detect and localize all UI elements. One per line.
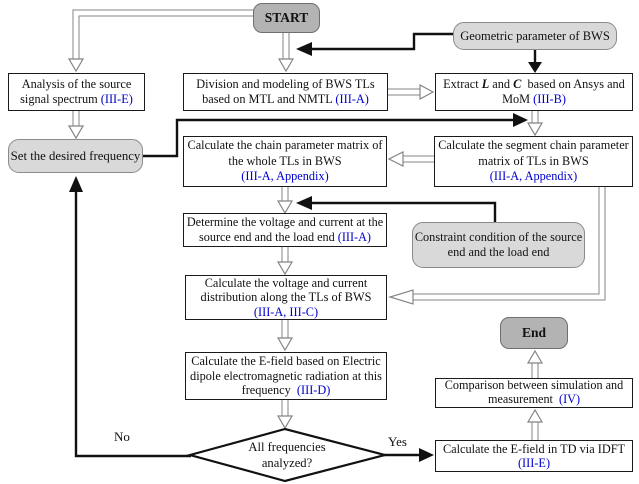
- extract-symbol-c: C: [513, 76, 522, 91]
- chain-line1: Calculate the chain parameter matrix of: [187, 138, 383, 153]
- distribution-line1: Calculate the voltage and current: [204, 275, 368, 290]
- efield-line2: dipole electromagnetic radiation at this: [190, 368, 382, 383]
- arrow-start-to-division: [277, 33, 295, 73]
- arrow-analysis-to-set: [67, 111, 85, 140]
- determine-line2: source end and the load end: [199, 230, 338, 244]
- arrow-set-to-segment-junction: [143, 113, 528, 158]
- division-line1: Division and modeling of BWS TLs: [196, 76, 375, 91]
- efield-citation: (III-D): [296, 383, 331, 398]
- arrow-comparison-to-end: [526, 349, 544, 378]
- constraint-condition-node: Constraint condition of the source end a…: [412, 222, 585, 268]
- segment-line1: Calculate the segment chain parameter: [438, 138, 629, 153]
- arrow-segment-to-chain: [387, 151, 434, 167]
- segment-line2: matrix of TLs in BWS: [478, 153, 589, 168]
- extract-line2: MoM: [502, 92, 534, 106]
- constraint-line2: end and the load end: [447, 245, 550, 259]
- set-frequency-node: Set the desired frequency: [8, 139, 143, 173]
- arrow-geometric-to-division-junction: [296, 32, 453, 56]
- extract-text2: and: [489, 76, 514, 91]
- arrow-determine-to-distribution: [276, 247, 294, 276]
- chain-parameter-matrix-box: Calculate the chain parameter matrix of …: [183, 136, 387, 187]
- determine-citation: (III-A): [337, 230, 371, 244]
- analysis-line1: Analysis of the source: [21, 76, 132, 91]
- arrow-idft-to-comparison: [526, 408, 544, 440]
- arrow-efield-to-decision: [276, 400, 294, 430]
- segment-chain-matrix-box: Calculate the segment chain parameter ma…: [434, 136, 633, 187]
- geometric-parameter-node: Geometric parameter of BWS: [453, 22, 617, 50]
- efield-line3: frequency: [241, 383, 297, 398]
- determine-line1: Determine the voltage and current at the: [186, 215, 384, 229]
- decision-line1: All frequencies: [248, 440, 326, 454]
- distribution-citation: (III-A, III-C): [253, 304, 319, 319]
- extract-citation: (III-B): [533, 92, 566, 106]
- comparison-citation: (IV): [559, 392, 581, 406]
- comparison-line1: Comparison between simulation and: [444, 378, 624, 393]
- chain-citation: (III-A, Appendix): [241, 169, 329, 184]
- determine-voltage-current-box: Determine the voltage and current at the…: [183, 213, 387, 247]
- extract-lc-box: Extract L and C based on Ansys and MoM (…: [435, 73, 633, 111]
- comparison-box: Comparison between simulation and measur…: [435, 378, 633, 408]
- decision-diamond-label: All frequencies analyzed?: [207, 437, 367, 473]
- segment-citation: (III-A, Appendix): [489, 169, 578, 184]
- idft-line1: Calculate the E-field in TD via IDFT: [442, 441, 626, 456]
- arrow-no-feedback-to-set: [69, 176, 191, 458]
- yes-branch-label: Yes: [388, 434, 407, 449]
- division-modeling-box: Division and modeling of BWS TLs based o…: [183, 73, 388, 111]
- analysis-line2: signal spectrum: [20, 92, 101, 106]
- division-citation: (III-A): [335, 92, 369, 106]
- end-terminator: End: [500, 317, 568, 349]
- extract-text1: Extract: [443, 76, 482, 91]
- idft-box: Calculate the E-field in TD via IDFT (II…: [435, 440, 633, 472]
- efield-line1: Calculate the E-field based on Electric: [191, 354, 381, 369]
- start-terminator: START: [253, 3, 320, 33]
- no-branch-label: No: [114, 429, 130, 444]
- geometric-label: Geometric parameter of BWS: [460, 28, 610, 43]
- distribution-line2: distribution along the TLs of BWS: [200, 290, 372, 305]
- arrow-chain-to-determine: [276, 187, 294, 215]
- extract-symbol-l: L: [481, 76, 490, 91]
- comparison-line2: measurement: [487, 392, 560, 406]
- constraint-line1: Constraint condition of the source: [414, 229, 583, 244]
- decision-line2: analyzed?: [261, 456, 313, 470]
- start-label: START: [264, 10, 309, 25]
- voltage-current-distribution-box: Calculate the voltage and current distri…: [185, 275, 387, 320]
- arrow-yes-to-idft: [384, 448, 434, 462]
- idft-citation: (III-E): [517, 456, 551, 470]
- chain-line2: the whole TLs in BWS: [228, 153, 342, 168]
- efield-dipole-radiation-box: Calculate the E-field based on Electric …: [185, 352, 387, 400]
- arrow-division-to-extract: [388, 83, 435, 101]
- decision-diamond-shape: [185, 427, 390, 483]
- arrow-distribution-to-efield: [276, 320, 294, 352]
- extract-text3: based on Ansys and: [521, 76, 625, 91]
- end-label: End: [521, 325, 547, 340]
- analysis-citation: (III-E): [100, 92, 133, 106]
- arrow-constraint-to-determine-junction: [296, 196, 497, 222]
- set-frequency-label: Set the desired frequency: [10, 148, 141, 163]
- arrow-geometric-to-extract: [528, 50, 542, 73]
- arrow-start-to-analysis: [67, 9, 254, 73]
- analysis-source-spectrum-box: Analysis of the source signal spectrum (…: [8, 73, 145, 111]
- division-line2: based on MTL and NMTL: [202, 92, 336, 106]
- arrow-segment-to-distribution: [387, 187, 606, 305]
- arrow-extract-to-segment: [526, 111, 544, 137]
